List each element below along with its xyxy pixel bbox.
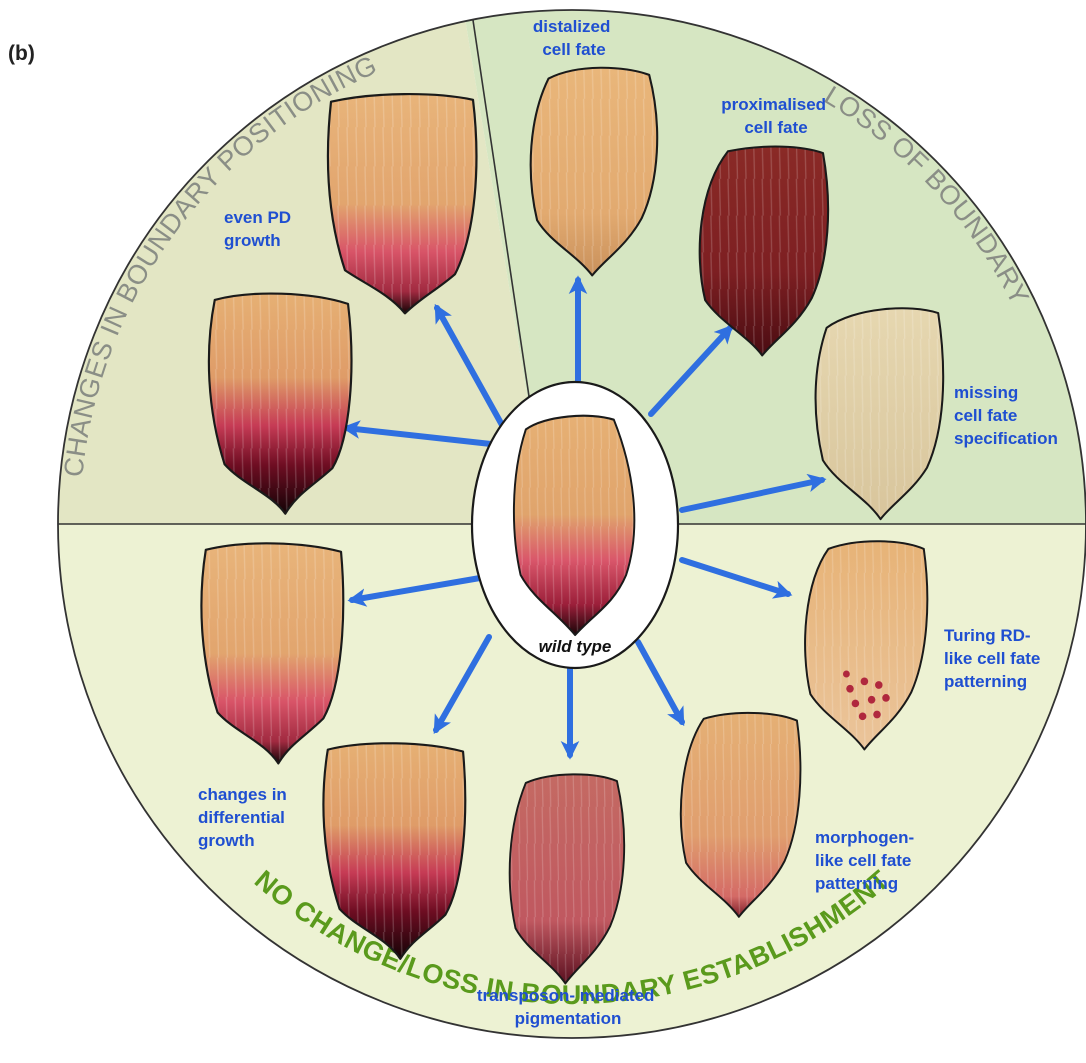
panel-label: (b) — [8, 42, 35, 65]
wild-type-label: wild type — [539, 637, 612, 656]
